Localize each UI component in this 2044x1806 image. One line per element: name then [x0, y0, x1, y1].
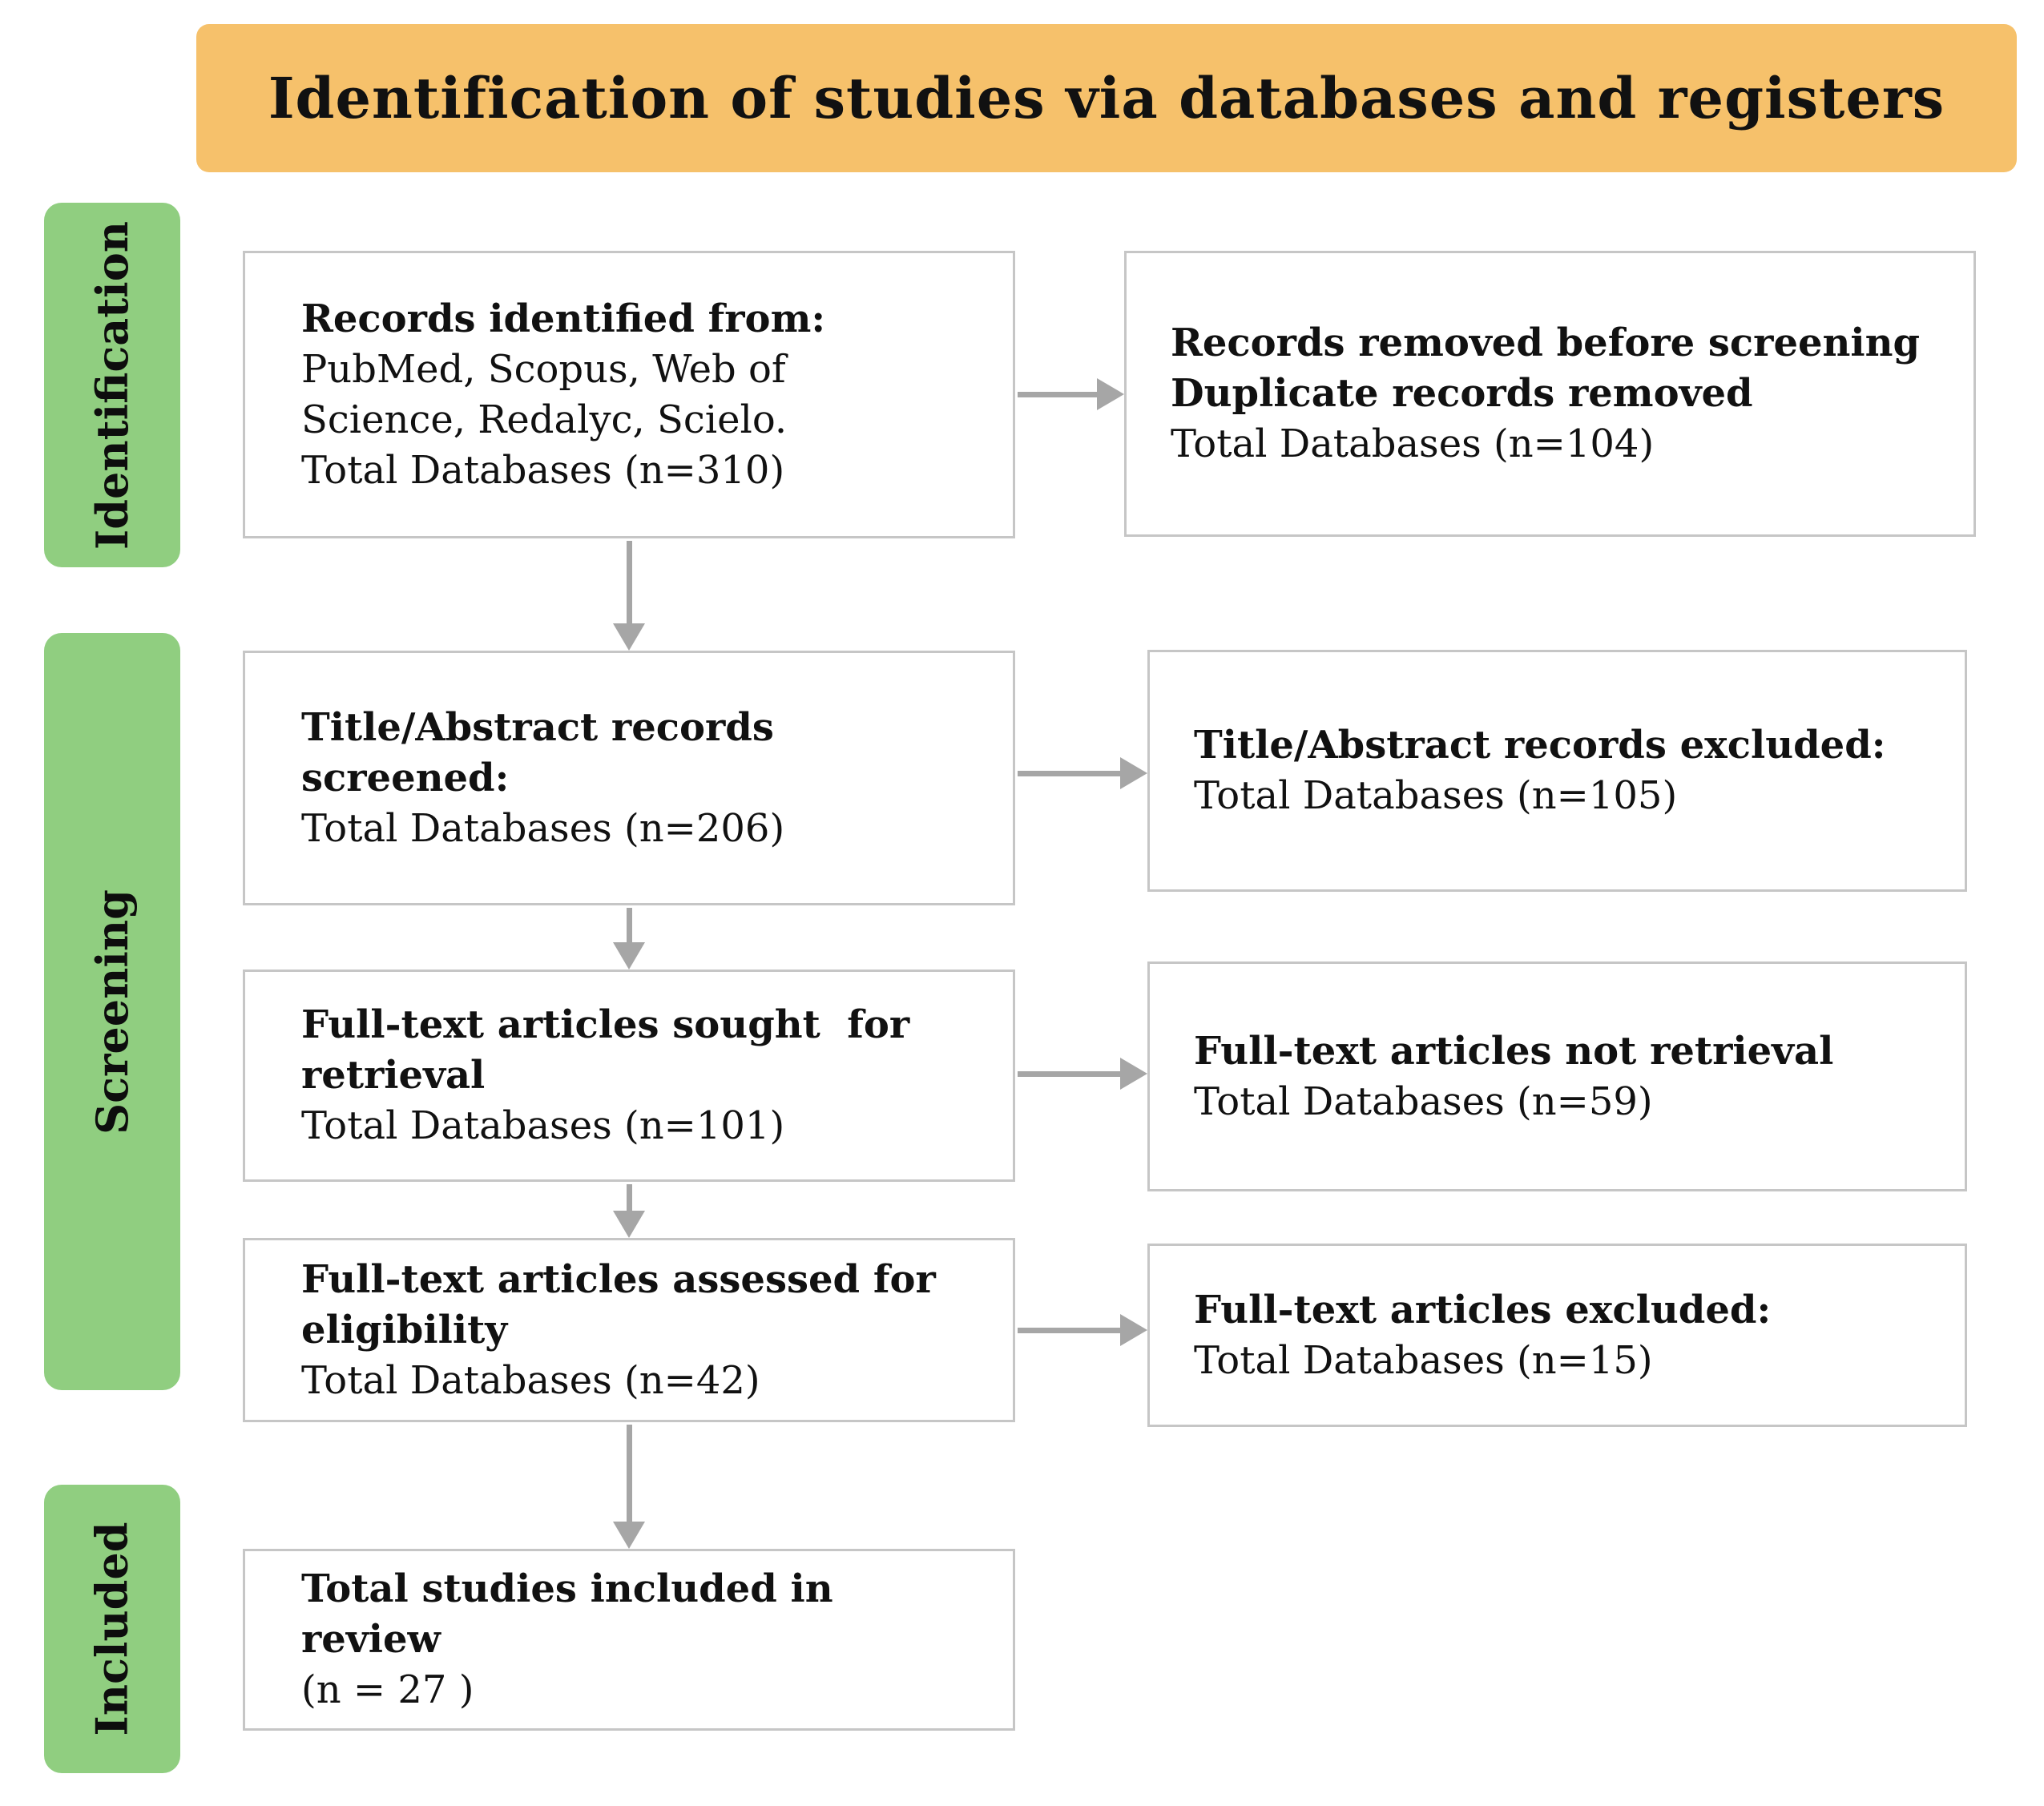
stage-identification: Identification: [44, 203, 180, 567]
box-line: Total Databases (n=59): [1194, 1078, 1653, 1124]
diagram-title-banner: Identification of studies via databases …: [196, 24, 2017, 172]
arrow-right-icon: [1018, 757, 1147, 789]
box-line: (n = 27 ): [301, 1667, 474, 1712]
box-line: Records identified from:: [301, 296, 826, 341]
box-records-removed: Records removed before screening Duplica…: [1124, 251, 1976, 537]
box-line: Total Databases (n=206): [301, 805, 785, 851]
box-line: Full-text articles assessed for: [301, 1256, 936, 1302]
box-included-review: Total studies included in review (n = 27…: [243, 1549, 1015, 1731]
arrow-down-icon: [613, 541, 645, 651]
stage-screening-label: Screening: [87, 889, 138, 1135]
box-records-identified: Records identified from: PubMed, Scopus,…: [243, 251, 1015, 538]
box-line: Total studies included in: [301, 1566, 833, 1611]
box-line: Total Databases (n=15): [1194, 1337, 1653, 1383]
box-line: eligibility: [301, 1307, 508, 1352]
box-title-abstract-excluded: Title/Abstract records excluded: Total D…: [1147, 650, 1967, 892]
box-line: Duplicate records removed: [1171, 371, 1753, 416]
arrow-down-icon: [613, 908, 645, 970]
box-line: screened:: [301, 755, 510, 800]
arrow-right-icon: [1018, 1314, 1147, 1346]
box-line: Full-text articles sought for: [301, 1002, 910, 1047]
box-line: Records removed before screening: [1171, 320, 1921, 365]
box-line: Science, Redalyc, Scielo.: [301, 397, 788, 442]
diagram-title: Identification of studies via databases …: [268, 65, 1945, 131]
box-line: retrieval: [301, 1053, 486, 1098]
box-line: Total Databases (n=101): [301, 1103, 785, 1148]
arrow-right-icon: [1018, 378, 1124, 410]
box-line: Total Databases (n=105): [1194, 773, 1678, 818]
box-line: review: [301, 1617, 441, 1662]
stage-included: Included: [44, 1485, 180, 1773]
box-line: Total Databases (n=42): [301, 1357, 760, 1403]
arrow-down-icon: [613, 1184, 645, 1238]
box-line: Total Databases (n=104): [1171, 421, 1655, 466]
arrow-down-icon: [613, 1425, 645, 1549]
stage-screening: Screening: [44, 633, 180, 1390]
box-line: Full-text articles not retrieval: [1194, 1028, 1834, 1074]
stage-included-label: Included: [87, 1522, 139, 1736]
box-fulltext-assessed: Full-text articles assessed for eligibil…: [243, 1238, 1015, 1422]
stage-identification-label: Identification: [87, 220, 138, 550]
box-line: Title/Abstract records excluded:: [1194, 723, 1886, 768]
box-line: Full-text articles excluded:: [1194, 1287, 1772, 1332]
box-fulltext-sought: Full-text articles sought for retrieval …: [243, 970, 1015, 1182]
box-fulltext-excluded: Full-text articles excluded: Total Datab…: [1147, 1244, 1967, 1427]
box-fulltext-not-retrieved: Full-text articles not retrieval Total D…: [1147, 961, 1967, 1191]
box-line: Total Databases (n=310): [301, 447, 785, 493]
box-line: Title/Abstract records: [301, 704, 774, 750]
arrow-right-icon: [1018, 1058, 1147, 1090]
box-line: PubMed, Scopus, Web of: [301, 346, 786, 392]
box-title-abstract-screened: Title/Abstract records screened: Total D…: [243, 651, 1015, 905]
